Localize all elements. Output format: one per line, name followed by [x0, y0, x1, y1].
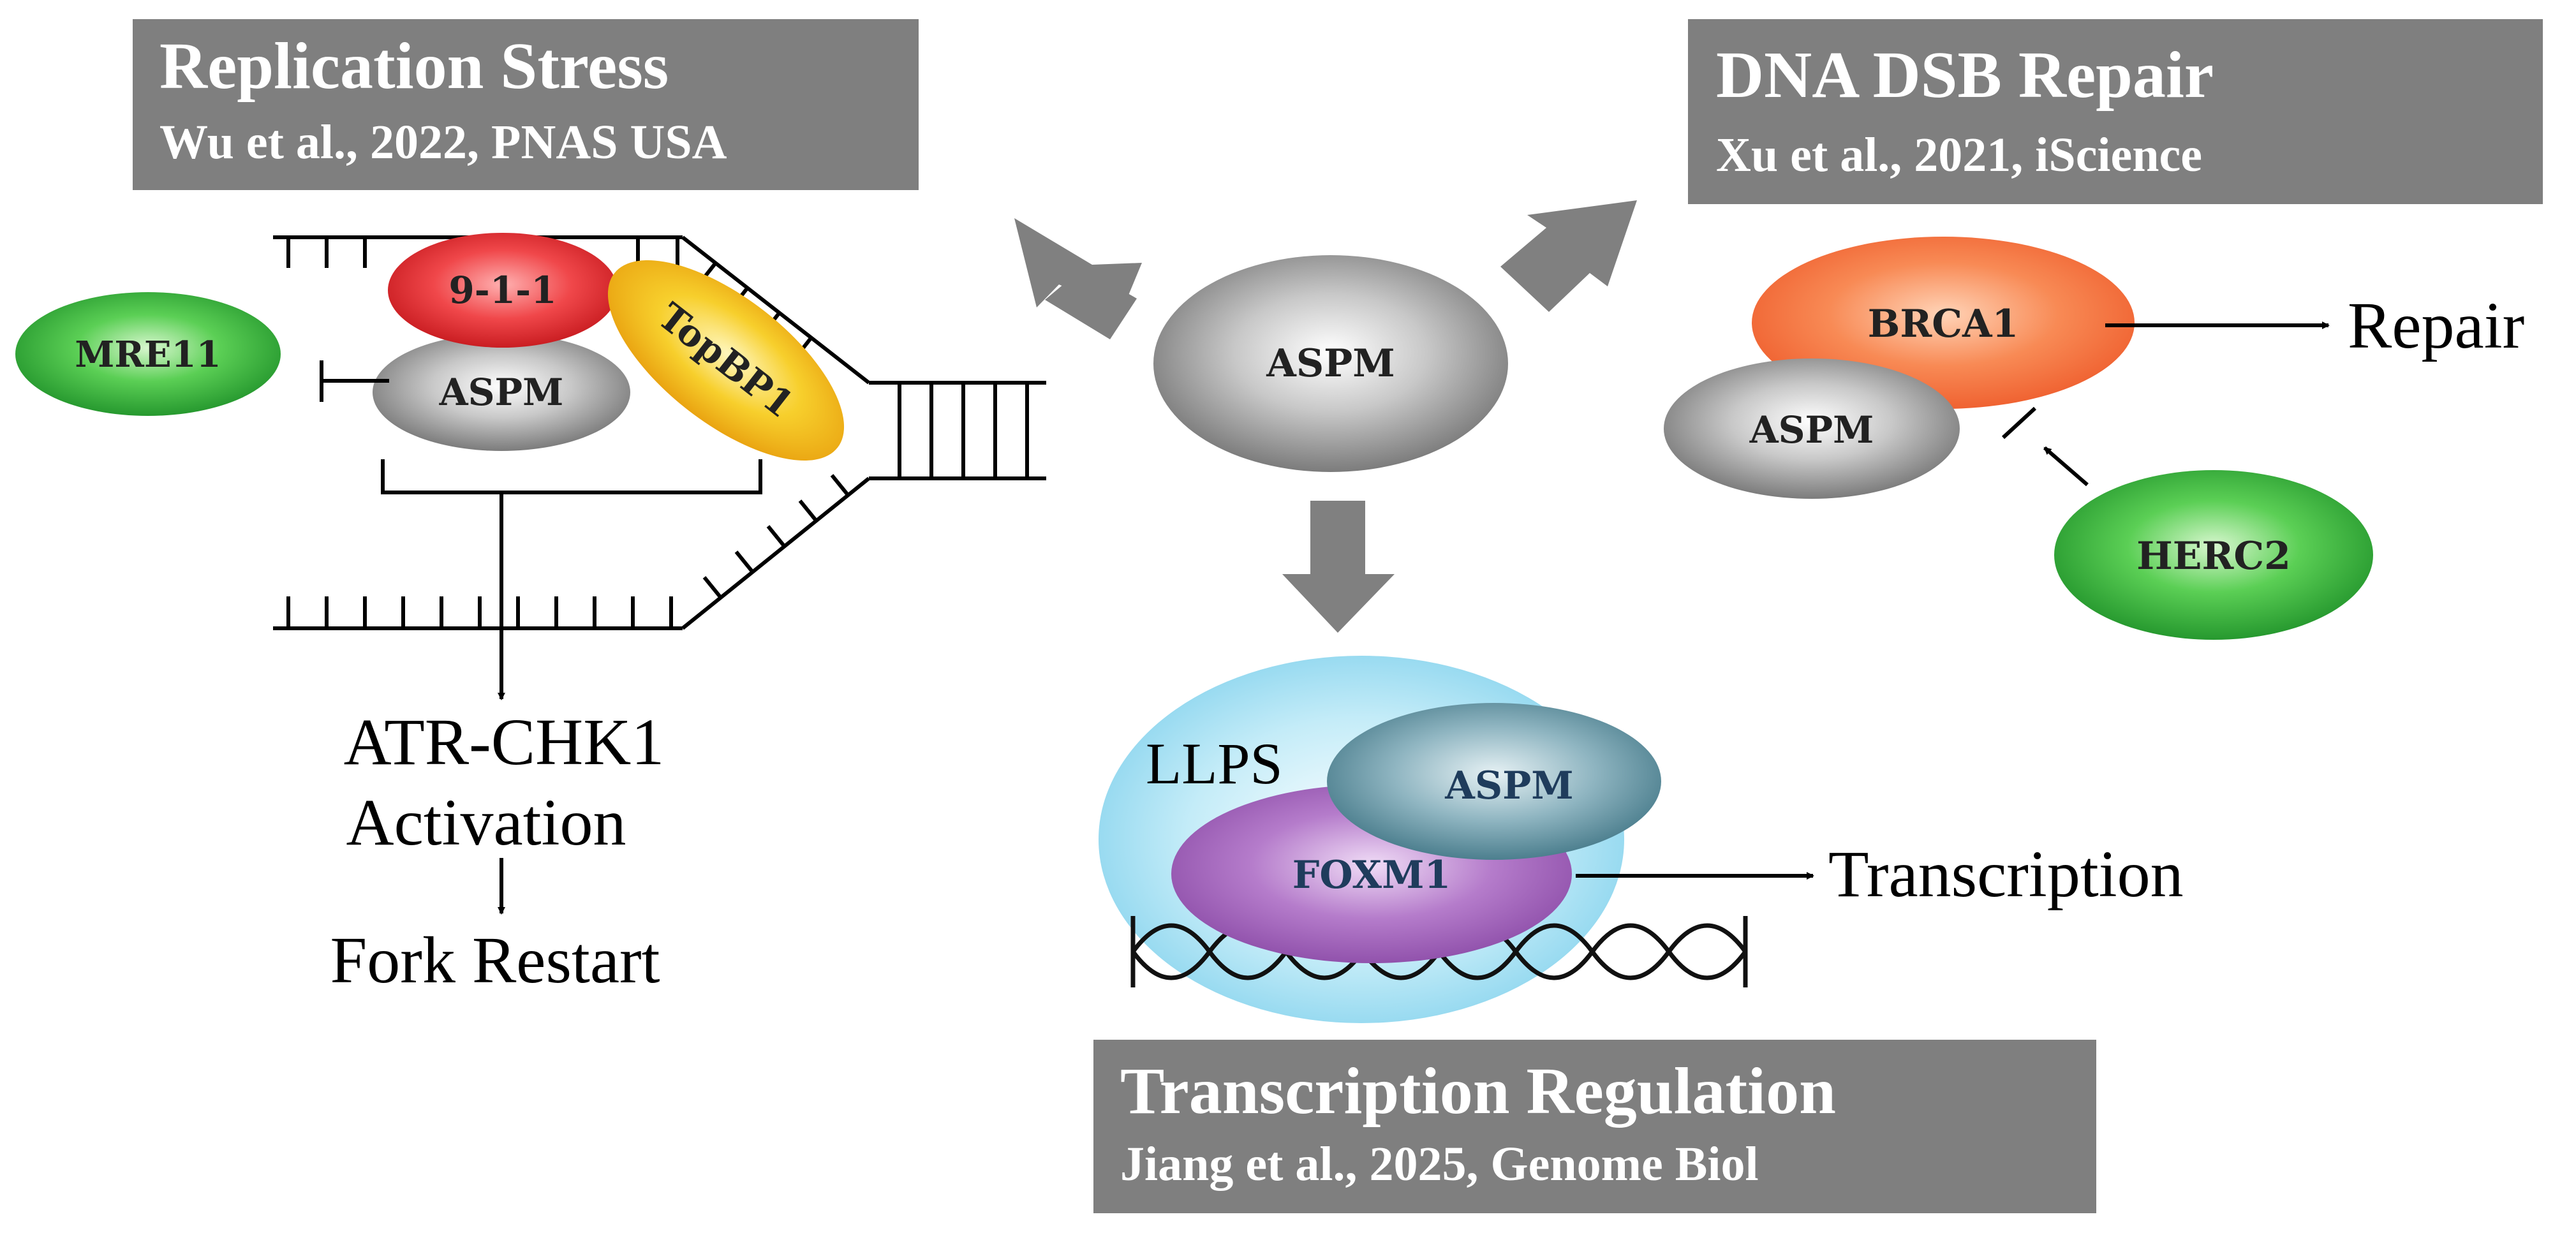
central-aspm-label: ASPM [1266, 341, 1395, 386]
brca1-label: BRCA1 [1868, 302, 2019, 346]
transcription-regulation-title: Transcription Regulation [1120, 1054, 1836, 1128]
dna-dsb-repair-citation: Xu et al., 2021, iScience [1716, 128, 2202, 182]
transcription-regulation-citation: Jiang et al., 2025, Genome Biol [1120, 1137, 1759, 1191]
aspm-replication-label: ASPM [439, 371, 564, 414]
herc2-protein: HERC2 [2054, 470, 2373, 640]
transcription-text: Transcription [1828, 838, 2184, 911]
atr-chk1-text: ATR-CHK1 [344, 705, 665, 779]
aspm-dsb-label: ASPM [1749, 408, 1874, 452]
replication-stress-title: Replication Stress [159, 29, 669, 103]
nine-one-one-protein: 9-1-1 [388, 233, 618, 348]
herc2-inhibits-aspm [2001, 406, 2089, 487]
replication-fork [273, 235, 1046, 630]
arrow-to-dsb-repair [1500, 200, 1637, 312]
nine-one-one-label: 9-1-1 [448, 269, 556, 312]
aspm-replication-protein: ASPM [373, 334, 630, 451]
replication-stress-title-box: Replication Stress Wu et al., 2022, PNAS… [133, 19, 919, 190]
arrow-to-transcription [1282, 501, 1395, 633]
central-aspm-protein: ASPM [1153, 255, 1508, 472]
replication-stress-citation: Wu et al., 2022, PNAS USA [159, 115, 727, 169]
dna-dsb-repair-title-box: DNA DSB Repair Xu et al., 2021, iScience [1688, 19, 2543, 204]
repair-text: Repair [2348, 289, 2524, 362]
aspm-inhibits-mre11 [320, 360, 389, 402]
activation-text: Activation [346, 786, 626, 859]
transcription-regulation-title-box: Transcription Regulation Jiang et al., 2… [1093, 1040, 2096, 1213]
aspm-transcription-protein: ASPM [1327, 703, 1661, 860]
foxm1-label: FOXM1 [1292, 853, 1451, 897]
aspm-transcription-label: ASPM [1444, 764, 1573, 808]
mre11-label: MRE11 [75, 334, 221, 376]
aspm-dsb-protein: ASPM [1664, 358, 1960, 499]
arrow-to-replication [1014, 218, 1142, 339]
llps-label: LLPS [1146, 731, 1283, 796]
herc2-label: HERC2 [2136, 534, 2291, 579]
topbp1-protein: TopBP1 [607, 260, 845, 461]
dna-dsb-repair-title: DNA DSB Repair [1716, 38, 2214, 112]
mre11-protein: MRE11 [15, 292, 281, 416]
fork-restart-text: Fork Restart [330, 924, 660, 997]
